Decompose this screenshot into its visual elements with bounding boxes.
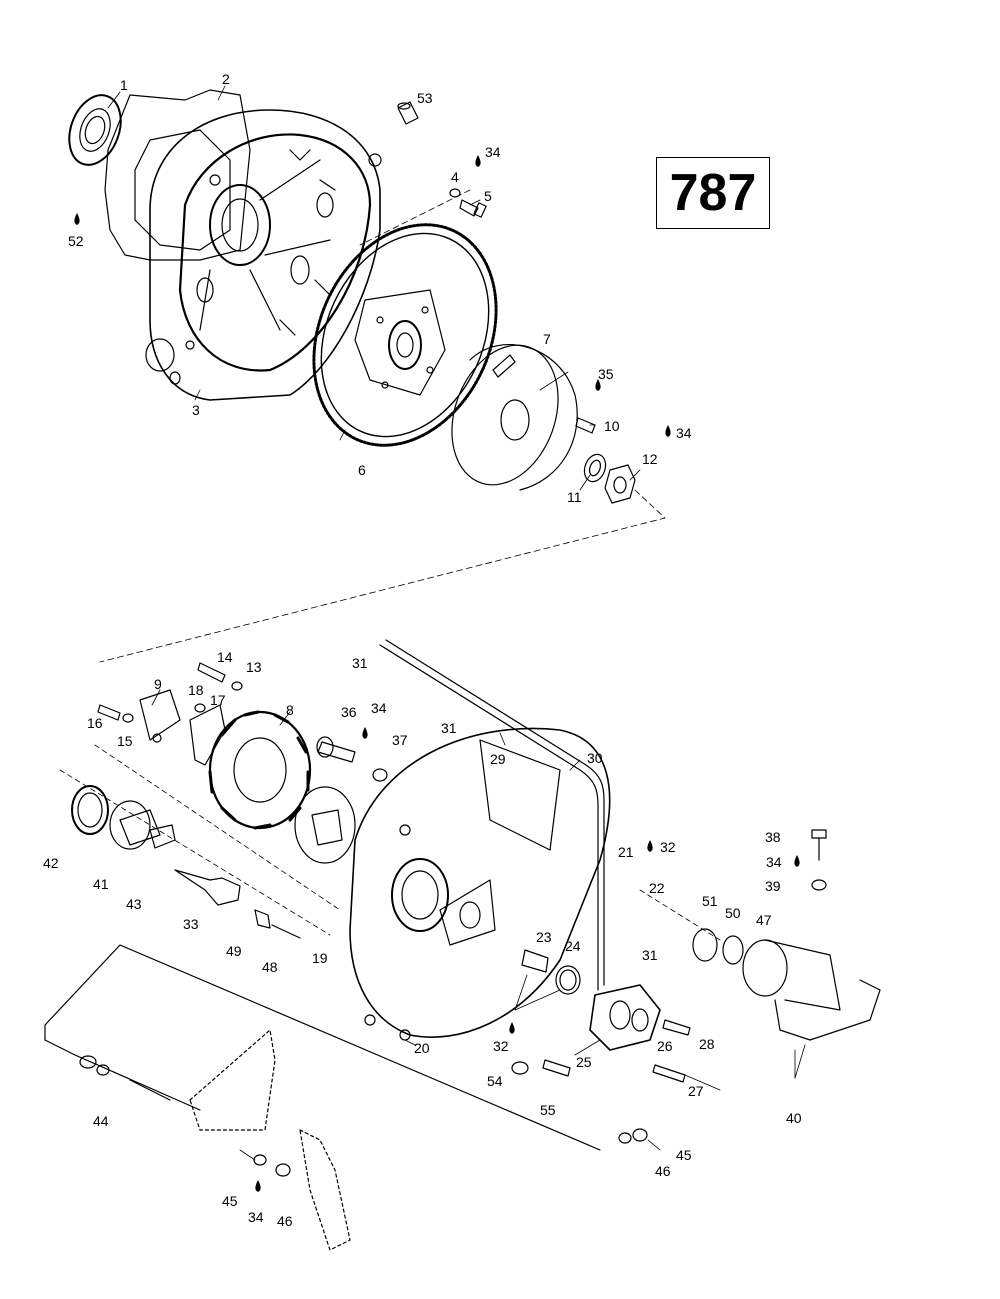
callout-32-a: 32 (660, 839, 676, 855)
callout-29: 29 (490, 751, 506, 767)
callout-2: 2 (222, 71, 230, 87)
part-9-bracket (97, 689, 181, 743)
callout-4: 4 (451, 169, 459, 185)
callout-50: 50 (725, 905, 741, 921)
callout-1: 1 (120, 77, 128, 93)
callout-38: 38 (765, 829, 781, 845)
part-54-55-washer-bolt (511, 1059, 571, 1077)
part-36-37-bolt-washer (316, 736, 388, 782)
part-45-46-washers (253, 1128, 648, 1177)
part-4-5-washer-bolt (449, 188, 487, 218)
callout-16: 16 (87, 715, 103, 731)
part-44-cable (44, 944, 601, 1151)
leader-lines-upper (99, 85, 666, 663)
callout-51: 51 (702, 893, 718, 909)
callout-48: 48 (262, 959, 278, 975)
part-7-flywheel (451, 344, 578, 491)
leader-lines-lower (59, 689, 806, 1161)
part-8-hub (294, 786, 356, 864)
part-6-ring-gear (312, 223, 498, 447)
callout-43: 43 (126, 896, 142, 912)
part-30-cable (379, 639, 605, 991)
callout-19: 19 (312, 950, 328, 966)
callout-32-b: 32 (493, 1038, 509, 1054)
callout-55: 55 (540, 1102, 556, 1118)
part-25-26-starter-drive (589, 984, 691, 1083)
part-23-24-bushing-oring (521, 949, 581, 995)
callout-53: 53 (417, 90, 433, 106)
part-3-housing (145, 109, 382, 401)
callout-26: 26 (657, 1038, 673, 1054)
callout-14: 14 (217, 649, 233, 665)
callout-25: 25 (576, 1054, 592, 1070)
callout-35: 35 (598, 366, 614, 382)
callout-27: 27 (688, 1083, 704, 1099)
callout-45-b: 45 (222, 1193, 238, 1209)
part-10-11-12-fasteners (575, 417, 636, 504)
callout-8: 8 (286, 702, 294, 718)
callout-42: 42 (43, 855, 59, 871)
lubricant-drop-icons (74, 155, 800, 1192)
callout-11: 11 (567, 489, 582, 505)
callout-34-d: 34 (766, 854, 782, 870)
part-13-14-screw-washer (197, 662, 243, 691)
callout-54: 54 (487, 1073, 503, 1089)
callout-34-c: 34 (371, 700, 387, 716)
callout-41: 41 (93, 876, 109, 892)
callout-40: 40 (786, 1110, 802, 1126)
callout-22: 22 (649, 880, 665, 896)
callout-13: 13 (246, 659, 262, 675)
callout-5: 5 (484, 188, 492, 204)
bracket-plate (189, 1029, 351, 1251)
part-41-42-43-components (71, 785, 176, 850)
callout-23: 23 (536, 929, 552, 945)
callout-21: 21 (618, 844, 634, 860)
page-number-box: 787 (656, 157, 770, 229)
callout-34-b: 34 (676, 425, 692, 441)
callout-44: 44 (93, 1113, 109, 1129)
callout-52: 52 (68, 233, 84, 249)
callout-39: 39 (765, 878, 781, 894)
part-47-starter (742, 939, 881, 1041)
callout-3: 3 (192, 402, 200, 418)
callout-28: 28 (699, 1036, 715, 1052)
callout-18: 18 (188, 682, 204, 698)
part-17-18-clip (189, 703, 226, 766)
callout-31-b: 31 (441, 720, 457, 736)
callout-7: 7 (543, 331, 551, 347)
callout-33: 33 (183, 916, 199, 932)
callout-46-a: 46 (655, 1163, 671, 1179)
callout-31-c: 31 (642, 947, 658, 963)
callout-49: 49 (226, 943, 242, 959)
part-1-oil-seal (68, 94, 122, 166)
callout-24: 24 (565, 938, 581, 954)
callout-34-e: 34 (248, 1209, 264, 1225)
callout-10: 10 (604, 418, 620, 434)
part-50-51-gaskets (692, 928, 744, 965)
part-38-39-bolt-washer (811, 829, 827, 891)
callout-47: 47 (756, 912, 772, 928)
callout-31-a: 31 (352, 655, 368, 671)
callout-20: 20 (414, 1040, 430, 1056)
part-8-stator (208, 710, 312, 830)
callout-9: 9 (154, 676, 162, 692)
callout-37: 37 (392, 732, 408, 748)
callout-6: 6 (358, 462, 366, 478)
callout-12: 12 (642, 451, 658, 467)
callout-15: 15 (117, 733, 133, 749)
callout-46-b: 46 (277, 1213, 293, 1229)
callout-45-a: 45 (676, 1147, 692, 1163)
callout-30: 30 (587, 750, 603, 766)
part-33-49-48-connectors (174, 869, 301, 939)
callout-36: 36 (341, 704, 357, 720)
callout-34-a: 34 (485, 144, 501, 160)
part-2-gasket (104, 89, 251, 261)
part-20-cover (349, 727, 611, 1041)
part-53-sleeve (397, 101, 419, 125)
callout-17: 17 (210, 692, 226, 708)
